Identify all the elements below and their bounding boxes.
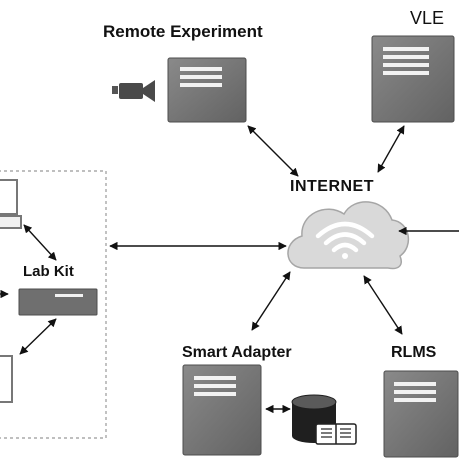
internet-cloud-icon	[287, 201, 410, 270]
open-book-icon	[315, 423, 357, 445]
tablet-icon	[0, 355, 13, 403]
laptop-icon	[0, 179, 22, 229]
rlms-server-icon	[383, 370, 459, 458]
lab-kit-boundary	[0, 170, 107, 439]
lab-kit-device-icon	[18, 288, 98, 316]
vle-server-icon	[371, 35, 455, 123]
smart-adapter-internet-link	[251, 271, 291, 331]
vle-internet-link	[377, 125, 405, 173]
smart-adapter-server-icon	[182, 364, 262, 456]
laptop-labkit-link	[23, 224, 57, 261]
vle-label: VLE	[410, 8, 445, 28]
remote-experiment-internet-link	[247, 125, 299, 177]
connections	[0, 125, 459, 414]
lab-kit-label: Lab Kit	[23, 263, 74, 280]
smart-adapter-label: Smart Adapter	[182, 344, 292, 361]
rlms-label: RLMS	[391, 344, 437, 361]
tablet-labkit-link	[19, 318, 57, 355]
remote-experiment-server-icon	[167, 57, 247, 123]
internet-label: INTERNET	[290, 178, 374, 195]
remote-experiment-label: Remote Experiment	[103, 22, 263, 41]
camera-icon	[112, 80, 155, 102]
rlms-internet-link	[363, 275, 403, 335]
